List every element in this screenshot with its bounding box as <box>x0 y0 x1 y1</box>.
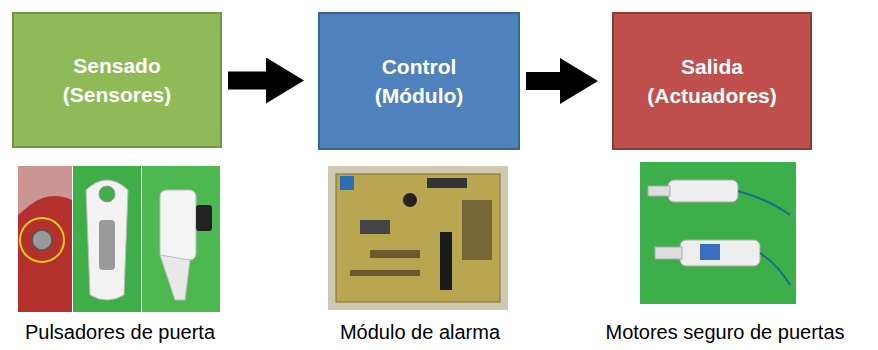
control-box: Control (Módulo) <box>318 12 520 150</box>
switch-photo-bg <box>73 166 141 312</box>
resistor-row <box>370 250 420 258</box>
switch-plunger <box>196 205 212 231</box>
switch-button <box>32 230 52 250</box>
connector <box>427 178 467 188</box>
door-latch <box>18 166 72 215</box>
flow-arrow <box>228 72 268 90</box>
switch-contact <box>99 220 115 270</box>
photo-caption: Módulo de alarma <box>300 320 540 344</box>
box-title: Control (Módulo) <box>344 52 494 111</box>
photo-caption: Motores seguro de puertas <box>585 320 865 344</box>
actuator-body <box>680 240 760 266</box>
actuator-body <box>668 180 738 202</box>
pcb-board <box>336 174 500 302</box>
actuator-rod <box>655 247 682 259</box>
component-row <box>462 200 492 260</box>
relay <box>360 220 390 234</box>
flow-arrow <box>526 72 562 90</box>
terminal-block <box>340 176 354 190</box>
highlight-circle <box>20 218 64 262</box>
box-title: Salida (Actuadores) <box>632 52 792 111</box>
door-photo <box>18 166 72 312</box>
box-title: Sensado (Sensores) <box>42 51 192 110</box>
sensing-box: Sensado (Sensores) <box>12 12 222 148</box>
photo-caption: Pulsadores de puerta <box>0 320 240 344</box>
microcontroller-chip <box>440 232 452 290</box>
switch-photo-bg <box>142 166 220 312</box>
actuator-rod <box>648 186 670 196</box>
output-box: Salida (Actuadores) <box>612 12 812 150</box>
actuator-photo-bg <box>640 162 796 304</box>
actuator-wire <box>738 191 790 215</box>
switch-hole <box>99 186 115 202</box>
module-photo-bg <box>328 166 508 310</box>
switch-body <box>160 190 196 260</box>
actuator-motor <box>700 244 720 260</box>
resistor-row <box>350 270 420 276</box>
capacitor <box>403 193 417 207</box>
actuator-wire <box>760 253 790 285</box>
switch-tab <box>160 255 190 300</box>
switch-plate <box>86 180 128 300</box>
